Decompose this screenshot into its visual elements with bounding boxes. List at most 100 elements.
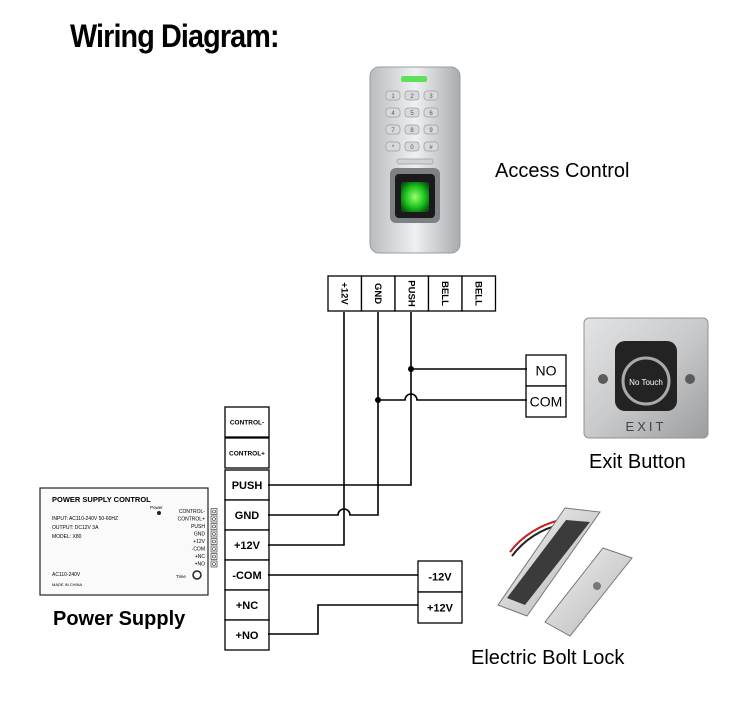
exit-button-terminal-strip: NO COM xyxy=(525,354,567,418)
keypad-key: 7 xyxy=(385,124,401,135)
terminal-bell: BELL xyxy=(427,275,463,312)
terminal-12v: +12V xyxy=(327,275,363,312)
svg-text:#: # xyxy=(429,145,433,151)
wire-gnd xyxy=(268,312,379,516)
svg-text:CONTROL+: CONTROL+ xyxy=(229,450,265,457)
access-control-terminal-strip: +12V GND PUSH BELL BELL xyxy=(327,275,497,312)
psu-unit-terminal-label: CONTROL- xyxy=(179,509,205,515)
psu-unit-terminal-label: PUSH xyxy=(191,524,205,530)
junction-dot xyxy=(375,397,381,403)
psu-terminal-plusno: +NO xyxy=(224,619,270,651)
bolt-lock-terminal-strip: -12V +12V xyxy=(417,560,463,624)
psu-unit-terminal-screw xyxy=(210,523,218,530)
keypad-bar xyxy=(396,158,434,165)
fingerprint-sensor-icon xyxy=(401,182,429,212)
psu-unit-terminal-screw xyxy=(210,538,218,545)
psu-unit-terminal-screw xyxy=(210,515,218,523)
svg-text:9: 9 xyxy=(429,128,433,134)
keypad-key: 9 xyxy=(423,124,439,135)
keypad-key: 0 xyxy=(404,141,420,152)
svg-text:GND: GND xyxy=(235,510,260,522)
svg-text:*: * xyxy=(392,145,395,151)
svg-text:NO: NO xyxy=(536,363,557,379)
status-led xyxy=(401,76,427,82)
keypad-key: 4 xyxy=(385,107,401,118)
svg-text:7: 7 xyxy=(391,128,395,134)
psu-terminal-plus12v: +12V xyxy=(224,529,270,561)
svg-text:PUSH: PUSH xyxy=(405,280,416,307)
psu-unit-terminal-screw xyxy=(210,545,218,553)
svg-text:3: 3 xyxy=(429,94,433,100)
svg-text:4: 4 xyxy=(391,111,395,117)
psu-terminal-controlplus: CONTROL+ xyxy=(224,437,270,469)
power-supply-unit: POWER SUPPLY CONTROL INPUT: AC110-240V 5… xyxy=(39,487,218,596)
psu-unit-terminal-screw xyxy=(210,560,218,568)
terminal-push: PUSH xyxy=(394,275,430,312)
lock-terminal-minus12v: -12V xyxy=(417,560,463,593)
svg-text:6: 6 xyxy=(429,111,433,117)
electric-bolt-lock-device xyxy=(497,507,633,637)
psu-terminal-minuscom: -COM xyxy=(224,559,270,591)
psu-unit-title: POWER SUPPLY CONTROL xyxy=(52,495,151,504)
psu-unit-output: OUTPUT: DC12V 3A xyxy=(52,525,99,531)
psu-unit-model: MODEL: X80 xyxy=(52,534,82,540)
access-control-label: Access Control xyxy=(495,160,630,182)
exit-terminal-no: NO xyxy=(525,354,567,387)
svg-text:+NO: +NO xyxy=(236,630,259,642)
svg-text:+12V: +12V xyxy=(427,602,454,614)
keypad: 1 2 3 4 5 6 7 8 9 * 0 # xyxy=(385,90,439,165)
junction-dot xyxy=(408,366,414,372)
svg-text:BELL: BELL xyxy=(439,281,450,306)
psu-unit-terminal-label: +NC xyxy=(195,554,206,560)
psu-unit-terminal-label: GND xyxy=(194,532,206,538)
exit-button-label: Exit Button xyxy=(589,451,686,473)
psu-unit-terminal-label: CONTROL+ xyxy=(178,517,205,523)
keypad-key: 8 xyxy=(404,124,420,135)
psu-unit-terminal-screw xyxy=(210,530,218,538)
svg-text:0: 0 xyxy=(410,145,414,151)
lock-terminal-plus12v: +12V xyxy=(417,591,463,624)
svg-text:8: 8 xyxy=(410,128,414,134)
psu-terminal-push: PUSH xyxy=(224,469,270,501)
svg-text:+12V: +12V xyxy=(338,282,349,305)
svg-text:+12V: +12V xyxy=(234,540,261,552)
svg-text:1: 1 xyxy=(391,94,395,100)
psu-unit-time: Time xyxy=(176,574,186,579)
keypad-key: # xyxy=(423,141,439,152)
svg-text:BELL: BELL xyxy=(472,281,483,306)
psu-unit-ac: AC110-240V xyxy=(52,572,81,578)
exit-terminal-com: COM xyxy=(525,385,567,418)
keypad-key: 2 xyxy=(404,90,420,101)
power-led-icon xyxy=(157,511,161,515)
svg-text:CONTROL-: CONTROL- xyxy=(230,419,264,426)
wire-nc-to-lock xyxy=(268,604,418,635)
keypad-key: 1 xyxy=(385,90,401,101)
psu-unit-terminal-label: +12V xyxy=(193,539,205,545)
psu-terminal-plusnc: +NC xyxy=(224,589,270,621)
keypad-key: 3 xyxy=(423,90,439,101)
power-supply-terminal-column: CONTROL- CONTROL+ PUSH GND +12V -COM+NC +NO xyxy=(224,406,270,651)
wire-plus12v xyxy=(268,312,345,546)
keypad-key: 5 xyxy=(404,107,420,118)
svg-text:PUSH: PUSH xyxy=(232,480,263,492)
svg-text:-12V: -12V xyxy=(428,571,452,583)
psu-terminal-gnd: GND xyxy=(224,499,270,531)
psu-unit-input: INPUT: AC110-240V 50-60HZ xyxy=(52,516,118,522)
keypad-key: 6 xyxy=(423,107,439,118)
exit-button-device: No Touch EXIT xyxy=(583,317,709,439)
power-supply-label: Power Supply xyxy=(53,608,186,630)
exit-button-face-text: No Touch xyxy=(629,378,663,387)
svg-text:COM: COM xyxy=(530,394,563,410)
terminal-gnd: GND xyxy=(360,275,396,312)
psu-unit-terminals: CONTROL- CONTROL+PUSH GND+12V -COM+NC +NO xyxy=(178,508,218,568)
svg-text:GND: GND xyxy=(372,283,383,304)
access-control-device: 1 2 3 4 5 6 7 8 9 * 0 # xyxy=(369,66,461,254)
psu-terminal-controlminus: CONTROL- xyxy=(224,406,270,438)
wires xyxy=(268,312,527,635)
psu-unit-power: Power xyxy=(150,505,163,510)
svg-text:5: 5 xyxy=(410,111,414,117)
psu-unit-terminal-label: +NO xyxy=(195,562,206,568)
psu-unit-terminal-label: -COM xyxy=(192,547,205,553)
